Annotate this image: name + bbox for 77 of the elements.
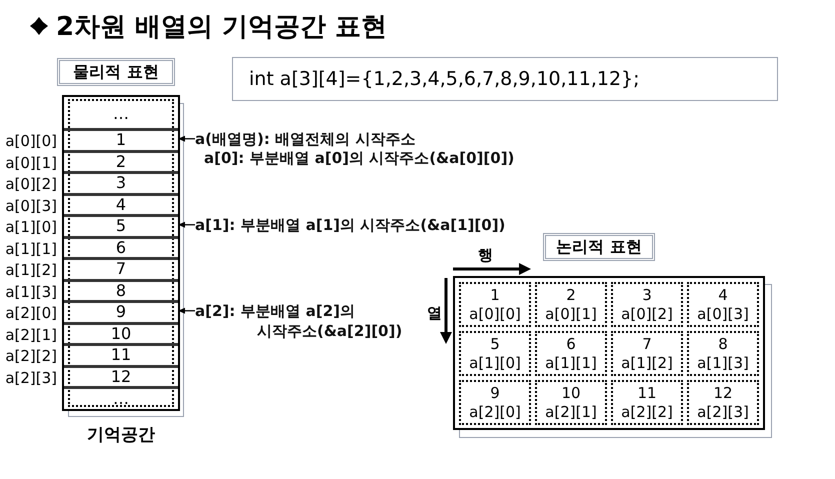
- code-declaration: int a[3][4]={1,2,3,4,5,6,7,8,9,10,11,12};: [232, 57, 778, 101]
- element-index-label: a[2][1]: [5, 324, 57, 346]
- annotation-text: a[0]: 부분배열 a[0]의 시작주소(&a[0][0]): [204, 148, 534, 168]
- element-index-label: a[1][0]: [469, 354, 521, 372]
- element-index-label: a[2][3]: [5, 368, 57, 388]
- element-index-label: a[0][1]: [545, 304, 597, 324]
- cell-value: 4: [116, 196, 126, 213]
- grid-cell: [687, 331, 759, 376]
- memory-caption: 기억공간: [87, 424, 155, 447]
- cell-value: 5: [116, 218, 126, 234]
- element-index-label: a[2][0]: [5, 303, 57, 324]
- cell-value: 11: [110, 347, 132, 364]
- cell-value: 4: [718, 286, 728, 304]
- annotation-text: a[1]: 부분배열 a[1]의 시작주소(&a[1][0]): [195, 214, 535, 235]
- grid-cell: [535, 380, 607, 425]
- cell-value: 10: [110, 326, 132, 342]
- element-index-label: a[1][3]: [5, 282, 57, 302]
- grid-cell: [687, 282, 759, 327]
- element-index-label: a[2][0]: [469, 402, 521, 422]
- cell-value: 1: [116, 132, 126, 148]
- element-index-label: a[0][0]: [5, 131, 57, 152]
- cell-value: 10: [561, 384, 581, 402]
- element-index-label: a[0][3]: [697, 304, 749, 324]
- grid-cell: [459, 282, 531, 327]
- cell-value: 6: [566, 334, 576, 354]
- element-index-label: a[0][1]: [5, 152, 57, 174]
- annotation-text: a[2]: 부분배열 a[2]의 시작주소(&a[2][0]): [195, 300, 415, 341]
- element-index-label: a[0][2]: [621, 304, 673, 324]
- element-index-label: a[2][1]: [545, 402, 597, 422]
- cell-value: 2: [566, 286, 576, 304]
- grid-cell: [459, 331, 531, 376]
- grid-cell: [611, 380, 683, 425]
- cell-value: 2: [116, 154, 126, 170]
- cell-value: 7: [116, 261, 126, 278]
- element-index-label: a[2][2]: [621, 402, 673, 422]
- element-index-label: a[1][2]: [5, 260, 57, 281]
- element-index-label: a[0][3]: [5, 196, 57, 216]
- grid-cell: [611, 331, 683, 376]
- element-index-label: a[1][3]: [697, 354, 749, 372]
- cell-value: 11: [637, 384, 657, 402]
- element-index-label: a[1][2]: [621, 354, 673, 372]
- element-index-label: a[0][2]: [5, 174, 57, 195]
- section-heading: 논리적 표현: [543, 233, 655, 261]
- cell-value: 12: [110, 368, 132, 385]
- cell-value: 5: [490, 334, 500, 354]
- element-index-label: a[1][0]: [5, 217, 57, 238]
- cell-value: 7: [642, 334, 652, 354]
- cell-value: …: [113, 106, 129, 122]
- grid-cell: [535, 331, 607, 376]
- cell-value: 3: [642, 286, 652, 304]
- element-index-label: a[1][1]: [5, 238, 57, 260]
- section-heading: 물리적 표현: [57, 58, 175, 86]
- cell-value: 9: [116, 304, 126, 320]
- element-index-label: a[0][0]: [469, 304, 521, 324]
- cell-value: 6: [116, 240, 126, 256]
- grid-cell: [687, 380, 759, 425]
- cell-value: 8: [718, 334, 728, 354]
- cell-value: 3: [116, 175, 126, 192]
- grid-cell: [459, 380, 531, 425]
- pointer-arrow: [178, 136, 195, 142]
- cell-value: 12: [713, 384, 733, 402]
- row-direction-label: 행: [478, 245, 493, 266]
- element-index-label: a[2][2]: [5, 346, 57, 367]
- element-index-label: a[2][3]: [697, 402, 749, 422]
- annotation-text: a(배열명): 배열전체의 시작주소: [195, 128, 455, 149]
- page-title: 2차원 배열의 기억공간 표현: [56, 11, 388, 44]
- pointer-arrow: [178, 222, 195, 228]
- element-index-label: a[1][1]: [545, 354, 597, 372]
- cell-value: 1: [490, 286, 500, 304]
- cell-value: …: [113, 391, 129, 407]
- grid-cell: [535, 282, 607, 327]
- column-direction-label: 열: [427, 303, 442, 324]
- pointer-arrow: [178, 308, 195, 314]
- grid-cell: [611, 282, 683, 327]
- cell-value: 8: [116, 282, 126, 299]
- array-grid: [453, 276, 765, 430]
- cell-value: 9: [490, 384, 500, 402]
